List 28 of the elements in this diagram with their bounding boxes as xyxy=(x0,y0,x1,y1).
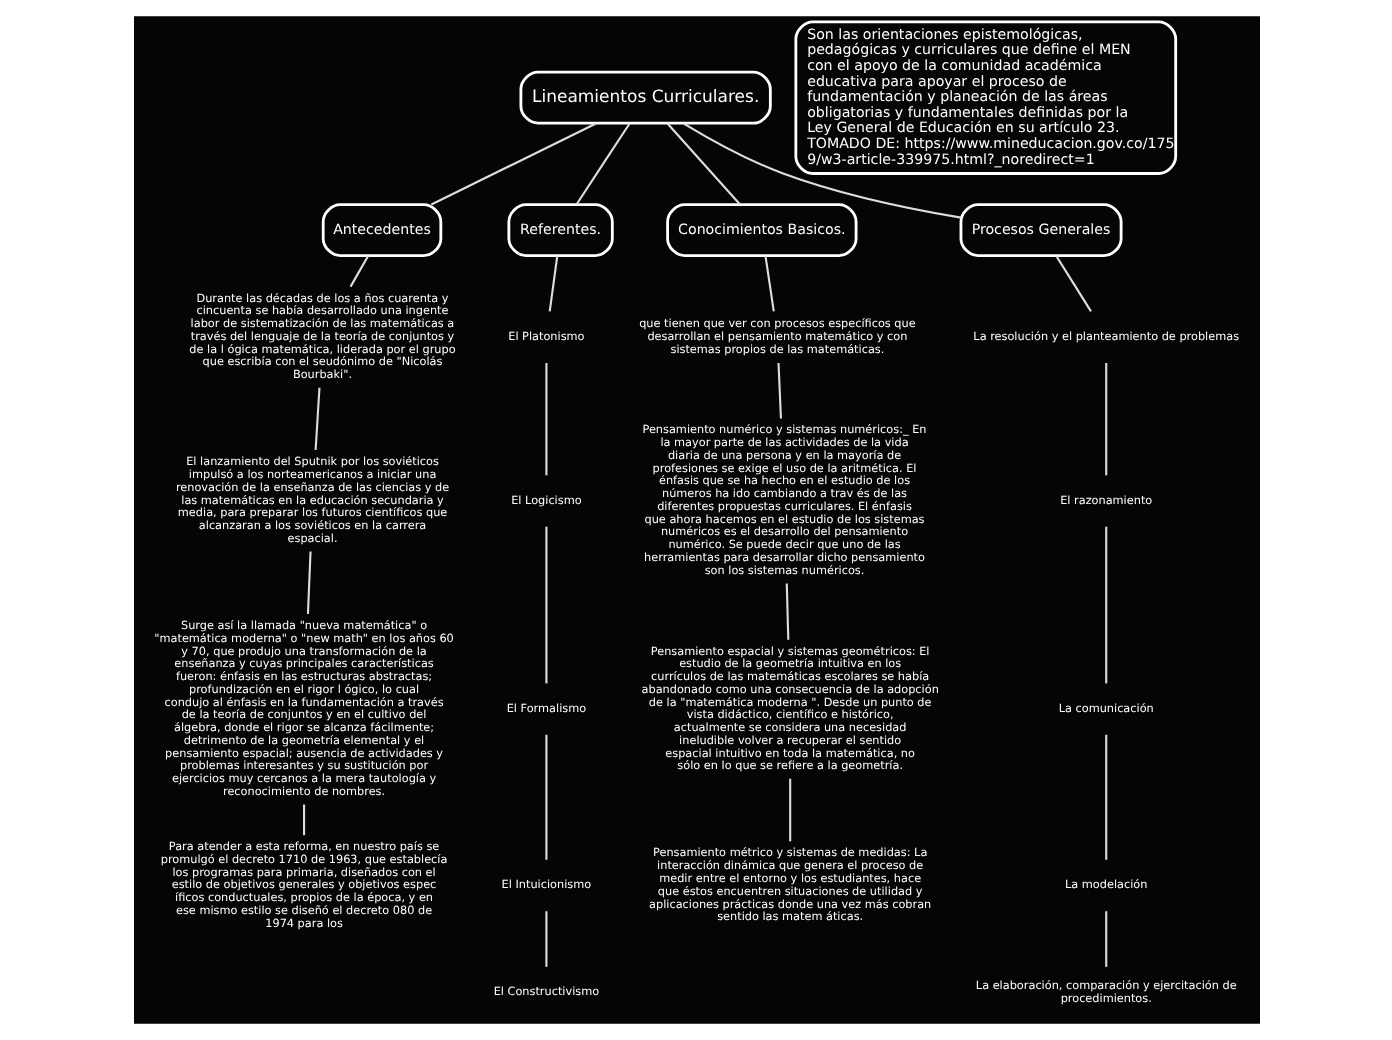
node-box: Conocimientos Basicos. xyxy=(665,203,857,258)
connector xyxy=(544,526,547,684)
connector xyxy=(305,551,311,614)
connector xyxy=(665,122,740,206)
node-box: Referentes. xyxy=(506,203,613,258)
connector xyxy=(544,734,547,860)
node-box: Antecedentes xyxy=(320,203,442,258)
connector xyxy=(544,363,547,476)
connector xyxy=(348,255,369,288)
connector xyxy=(302,804,305,836)
connector xyxy=(1054,255,1091,312)
connector xyxy=(547,255,558,312)
connector xyxy=(788,778,791,842)
connector xyxy=(1104,363,1107,476)
connector xyxy=(544,911,547,967)
node-box: Lineamientos Curriculares. xyxy=(518,70,771,125)
connector xyxy=(313,387,320,451)
connector xyxy=(574,122,630,206)
connector xyxy=(1104,911,1107,967)
connector xyxy=(681,122,961,219)
connector xyxy=(429,122,596,206)
connector xyxy=(763,255,774,312)
node-box: Procesos Generales xyxy=(958,203,1122,258)
connector xyxy=(784,583,789,640)
connector xyxy=(1104,734,1107,860)
connector xyxy=(1104,526,1107,684)
connector xyxy=(776,363,781,419)
node-box: Son las orientaciones epistemológicas, pedagógicas y curriculares que define el MEN con el apoyo de la comunidad académica educativa para apoyar el proceso de fundamentación y planeación de las áreas obligatorias y fundamentales definidas por la Ley General de Educación en su artículo 23. TOMADO DE: https://www.mineducacion.gov.co/1759/w3-article-339975.html?_noredirect=1 xyxy=(793,20,1177,175)
